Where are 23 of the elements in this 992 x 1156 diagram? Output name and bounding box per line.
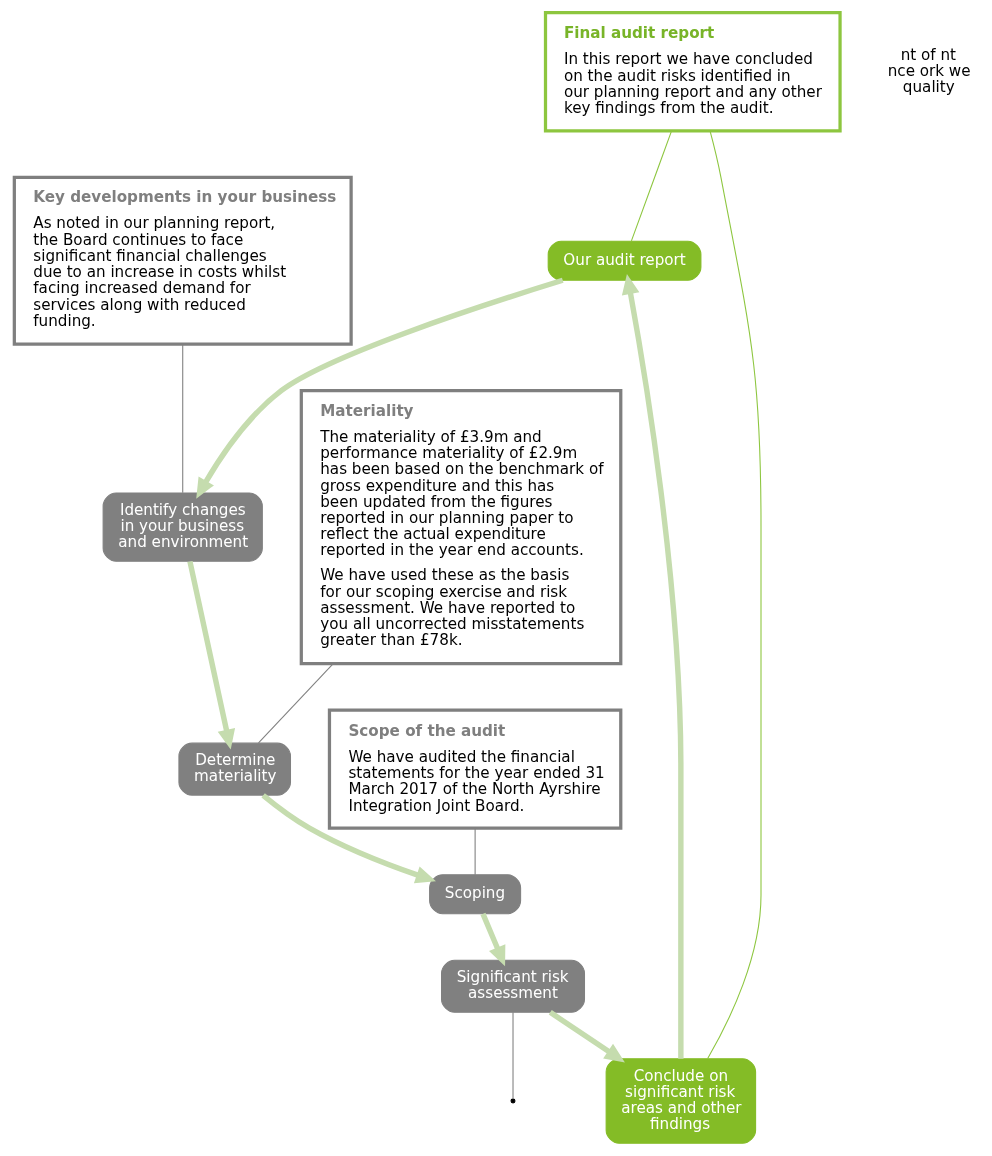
connector <box>511 1011 514 1100</box>
arrow <box>548 1010 625 1063</box>
arrow <box>195 277 564 499</box>
node-box: Scoping <box>428 874 521 915</box>
node-box: Identify changes in your business and environment <box>102 492 263 562</box>
arrow <box>479 912 505 967</box>
node-box: Scope of the audit We have audited the financial statements for the year ended 31 March 2017 of the North Ayrshire Integration Joint Board. <box>327 708 622 830</box>
connector <box>630 130 672 242</box>
connector <box>706 130 762 1060</box>
node-box: Determine materiality <box>177 742 291 796</box>
node-box: Our audit report <box>547 240 701 281</box>
node-box: Materiality The materiality of £3.9m and performance materiality of £2.9m has been based on the benchmark of gross expenditure and this has been updated from the figures reported in our planning paper to reflect the actual expenditure reported in the year end accounts. We have used these as the basis for our scoping exercise and risk assessment. We have reported to you all uncorrected misstatements greater than £78k. <box>299 389 622 666</box>
connector <box>474 827 476 876</box>
node-box: Final audit report In this report we have concluded on the audit risks identified in our planning report and any other key findings from the audit. <box>543 11 842 133</box>
connector <box>257 663 334 744</box>
arrow <box>621 273 684 1059</box>
label: nt of nt nce ork we quality <box>887 45 971 96</box>
arrow <box>186 560 235 750</box>
node-box: Significant risk assessment <box>440 959 585 1013</box>
connector <box>181 343 183 494</box>
arrow <box>260 793 436 884</box>
node-box: Key developments in your business As noted in our planning report, the Board continues to face significant financial challenges due to an increase in costs whilst facing increased demand for services along with reduced funding. <box>12 175 353 346</box>
node-box: Conclude on significant risk areas and other findings <box>605 1058 756 1144</box>
